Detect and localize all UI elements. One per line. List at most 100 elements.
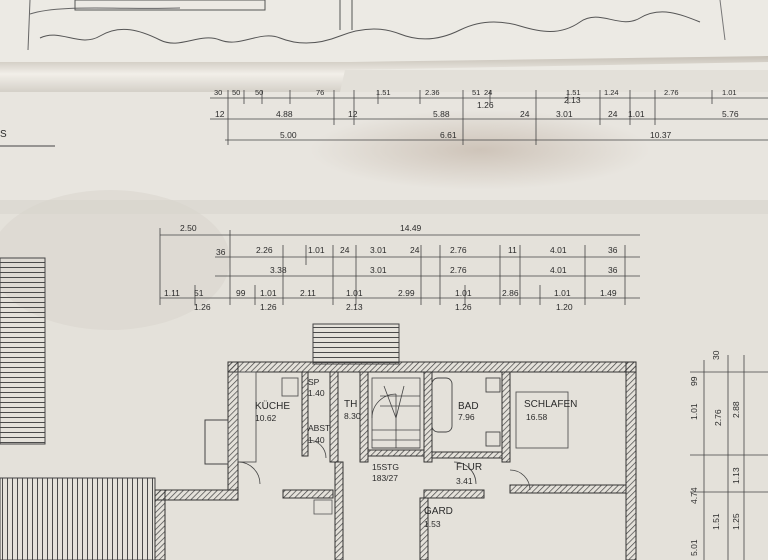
dim-label: 2.50 <box>180 223 197 233</box>
dim-label: 4.01 <box>550 265 567 275</box>
dim-label: 24 <box>340 245 350 255</box>
dim-label: 99 <box>236 288 246 298</box>
dim-label: 51 <box>472 88 481 97</box>
paper-stain <box>310 110 650 190</box>
dim-label: 2.26 <box>256 245 273 255</box>
dim-label: 1.24 <box>604 88 619 97</box>
room-bad-area: 7.96 <box>458 412 475 422</box>
dim-label: 2.76 <box>450 265 467 275</box>
dim-label: 2.76 <box>713 409 723 426</box>
top-dimension-lines <box>210 90 768 145</box>
dim-label: 30 <box>214 88 223 97</box>
dim-label: 4.74 <box>689 487 699 504</box>
dim-label: 1.01 <box>722 88 737 97</box>
dim-label: 50 <box>255 88 264 97</box>
room-stg-name: 15STG <box>372 462 399 472</box>
balcony <box>312 323 400 365</box>
dim-label: 1.01 <box>554 288 571 298</box>
dim-label: 2.88 <box>731 401 741 418</box>
floor-plan <box>154 361 637 560</box>
dim-label: 1.20 <box>556 302 573 312</box>
dim-label: 5.76 <box>722 109 739 119</box>
dim-label: 2.86 <box>502 288 519 298</box>
room-schlafen-name: SCHLAFEN <box>524 399 578 410</box>
dim-label: 1.26 <box>477 100 494 110</box>
dim-label: 3.01 <box>556 109 573 119</box>
dim-label: 1.51 <box>711 513 721 530</box>
room-abst-name: ABST <box>308 423 331 433</box>
dim-label: 1.13 <box>731 467 741 484</box>
dim-label: 14.49 <box>400 223 422 233</box>
dim-label: 2.11 <box>300 288 316 298</box>
dim-label: 2.76 <box>450 245 467 255</box>
dim-label: 1.51 <box>566 88 581 97</box>
dim-label: 1.51 <box>376 88 391 97</box>
door-swing <box>237 461 261 485</box>
dim-label: 76 <box>316 88 325 97</box>
room-kueche-area: 10.62 <box>255 413 277 423</box>
dim-label: 5.88 <box>433 109 450 119</box>
room-abst-area: 1.40 <box>308 435 325 445</box>
dim-label: 1.01 <box>346 288 363 298</box>
dim-label: 1.01 <box>689 403 699 420</box>
left-fragment-label: S <box>0 129 7 140</box>
dim-label: 24 <box>520 109 530 119</box>
dim-label: 2.13 <box>346 302 363 312</box>
dim-label: 50 <box>232 88 241 97</box>
dim-label: 10.37 <box>650 130 672 140</box>
dim-label: 4.88 <box>276 109 293 119</box>
dim-label: 2.99 <box>398 288 415 298</box>
staircase <box>371 377 421 449</box>
room-schlafen-area: 16.58 <box>526 412 548 422</box>
dim-label: 99 <box>689 376 699 386</box>
dim-label: 30 <box>711 350 721 360</box>
room-bad-name: BAD <box>458 401 479 412</box>
dim-label: 3.38 <box>270 265 287 275</box>
dim-label: 1.26 <box>260 302 277 312</box>
dim-label: 1.01 <box>455 288 472 298</box>
room-flur-area: 3.41 <box>456 476 473 486</box>
handwritten-notes <box>39 11 701 44</box>
dim-label: 24 <box>484 88 493 97</box>
room-flur-name: FLUR <box>456 462 483 473</box>
dim-label: 2.76 <box>664 88 679 97</box>
dim-label: 1.01 <box>260 288 277 298</box>
room-th-area: 8.30 <box>344 411 361 421</box>
dim-label: 11 <box>508 245 517 255</box>
left-terrace <box>0 257 46 445</box>
bed <box>515 391 569 449</box>
room-kueche-name: KÜCHE <box>255 401 291 412</box>
dim-label: 36 <box>608 265 618 275</box>
room-sp-area: 1.40 <box>308 388 325 398</box>
dim-label: 1.26 <box>455 302 472 312</box>
kitchen-counter <box>237 371 257 463</box>
right-dimension-lines <box>690 355 768 560</box>
room-stg-area: 183/27 <box>372 473 398 483</box>
dim-label: 5.01 <box>689 539 699 556</box>
dim-label: 1.49 <box>600 288 617 298</box>
basin <box>485 431 501 447</box>
plan-dimension-lines <box>159 228 640 305</box>
dim-label: 2.36 <box>425 88 440 97</box>
dim-label: 24 <box>410 245 420 255</box>
dim-label: 1.01 <box>308 245 325 255</box>
dim-label: 1.25 <box>731 513 741 530</box>
dim-label: 1.11 <box>164 288 180 298</box>
left-deck <box>0 477 156 560</box>
dim-label: 51 <box>194 288 204 298</box>
bathtub <box>431 377 453 433</box>
dim-label: 3.01 <box>370 245 387 255</box>
toilet <box>485 377 501 393</box>
dim-label: 6.61 <box>440 130 457 140</box>
dim-label: 1.26 <box>194 302 211 312</box>
dim-label: 1.01 <box>628 109 645 119</box>
paper-fold <box>0 56 768 92</box>
dim-label: 4.01 <box>550 245 567 255</box>
dim-label: 5.00 <box>280 130 297 140</box>
room-sp-name: SP <box>308 377 320 387</box>
room-gard-area: 1.53 <box>424 519 441 529</box>
dim-label: 24 <box>608 109 618 119</box>
dim-label: 2.13 <box>564 95 581 105</box>
dim-label: 12 <box>215 109 225 119</box>
